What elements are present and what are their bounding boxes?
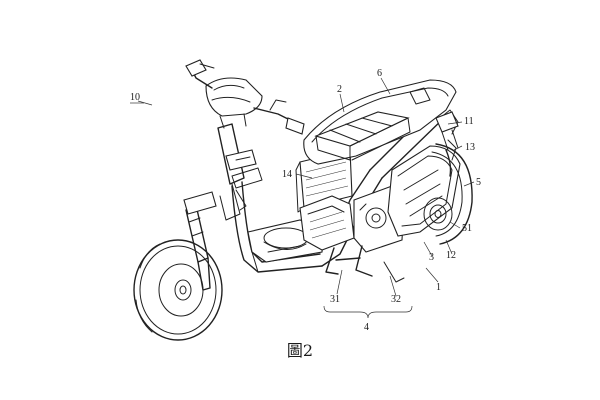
- label-assembly-10: 10: [130, 92, 140, 103]
- label-13: 13: [465, 142, 475, 153]
- part-labels: 10 2 6 11 13 14 5 51 12 3 1 31 32 4: [130, 68, 481, 333]
- rear-wheel: [423, 109, 473, 245]
- stand-assembly: [325, 245, 405, 283]
- swing-arm: [387, 145, 461, 237]
- label-1: 1: [436, 282, 441, 293]
- label-32: 32: [391, 294, 401, 305]
- figure-caption: 圖2: [287, 341, 313, 360]
- rear-suspension: [435, 111, 459, 177]
- label-4: 3: [429, 252, 434, 263]
- label-51: 51: [462, 223, 472, 234]
- handlebar-assembly: [185, 59, 305, 135]
- label-5: 5: [476, 177, 481, 188]
- battery-compartment: [295, 149, 353, 213]
- label-2: 2: [337, 84, 342, 95]
- label-3: 4: [364, 322, 369, 333]
- front-fork: [183, 191, 217, 291]
- label-6: 6: [377, 68, 382, 79]
- leader-lines: [137, 77, 475, 319]
- label-12: 12: [446, 250, 456, 261]
- label-14: 14: [282, 169, 292, 180]
- label-11: 11: [464, 116, 474, 127]
- seat-tray: [303, 79, 457, 165]
- steering-column: [217, 123, 263, 221]
- label-31: 31: [330, 294, 340, 305]
- front-wheel: [133, 239, 223, 341]
